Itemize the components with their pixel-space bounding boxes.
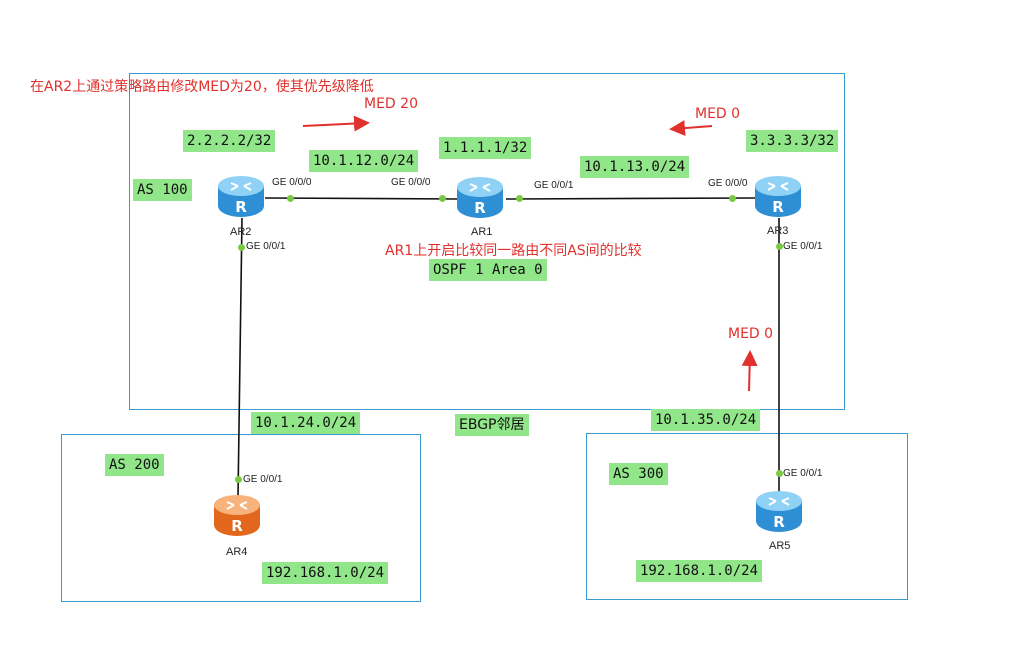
ospf-area-label: OSPF 1 Area 0 — [429, 259, 547, 281]
svg-text:R: R — [231, 517, 243, 535]
router-ar5-icon[interactable]: R — [754, 489, 804, 535]
port-label-ar4-g001: GE 0/0/1 — [243, 474, 283, 485]
port-dot-ar1-g001 — [516, 195, 523, 202]
as300-network-label: 192.168.1.0/24 — [636, 560, 763, 582]
port-dot-ar2-g000 — [287, 195, 294, 202]
ar3-loopback-label: 3.3.3.3/32 — [746, 130, 839, 152]
med-arrow-ar5 — [741, 350, 758, 392]
router-ar2-icon[interactable]: R — [216, 174, 266, 220]
port-dot-ar3-g001 — [776, 243, 783, 250]
med-ar3-annotation: MED 0 — [695, 106, 741, 122]
port-dot-ar3-g000 — [729, 195, 736, 202]
router-ar1-name: AR1 — [471, 226, 493, 238]
router-ar1-icon[interactable]: R — [455, 175, 505, 221]
port-dot-ar5-g001 — [776, 470, 783, 477]
link-ar2-ar4 — [237, 217, 243, 498]
subnet-12-label: 10.1.12.0/24 — [309, 150, 419, 172]
link-ar2-ar1 — [264, 197, 459, 200]
ar2-loopback-label: 2.2.2.2/32 — [183, 130, 276, 152]
port-dot-ar4-g001 — [235, 476, 242, 483]
as100-area — [129, 73, 845, 410]
link-ar1-ar3 — [505, 197, 756, 200]
port-dot-ar1-g000 — [439, 195, 446, 202]
port-label-ar3-g000: GE 0/0/0 — [708, 178, 748, 189]
med-ar2-annotation: MED 20 — [364, 96, 418, 112]
med-arrow-ar3 — [669, 120, 713, 137]
ebgp-neighbor-label: EBGP邻居 — [455, 414, 529, 436]
as200-area — [61, 434, 421, 602]
router-ar3-icon[interactable]: R — [753, 174, 803, 220]
as200-label: AS 200 — [105, 454, 164, 476]
router-ar2-name: AR2 — [230, 226, 252, 238]
ar1-loopback-label: 1.1.1.1/32 — [439, 137, 532, 159]
as300-area — [586, 433, 908, 600]
port-label-ar1-g000: GE 0/0/0 — [391, 177, 431, 188]
port-label-ar1-g001: GE 0/0/1 — [534, 180, 574, 191]
port-dot-ar2-g001 — [238, 244, 245, 251]
router-ar3-name: AR3 — [767, 225, 789, 237]
svg-text:R: R — [773, 513, 785, 531]
subnet-13-label: 10.1.13.0/24 — [580, 156, 690, 178]
med-ar5-annotation: MED 0 — [728, 326, 774, 342]
port-label-ar3-g001: GE 0/0/1 — [783, 241, 823, 252]
svg-text:R: R — [474, 199, 486, 217]
svg-text:R: R — [772, 198, 784, 216]
as100-label: AS 100 — [133, 179, 192, 201]
port-label-ar2-g001: GE 0/0/1 — [246, 241, 286, 252]
router-ar4-icon[interactable]: R — [212, 493, 262, 539]
compare-annotation: AR1上开启比较同一路由不同AS间的比较 — [385, 243, 642, 259]
as300-label: AS 300 — [609, 463, 668, 485]
port-label-ar5-g001: GE 0/0/1 — [783, 468, 823, 479]
subnet-35-label: 10.1.35.0/24 — [651, 409, 761, 431]
router-ar4-name: AR4 — [226, 546, 248, 558]
svg-text:R: R — [235, 198, 247, 216]
as200-network-label: 192.168.1.0/24 — [262, 562, 389, 584]
policy-annotation: 在AR2上通过策略路由修改MED为20，使其优先级降低 — [30, 79, 374, 95]
port-label-ar2-g000: GE 0/0/0 — [272, 177, 312, 188]
med-arrow-ar2 — [302, 115, 370, 132]
router-ar5-name: AR5 — [769, 540, 791, 552]
subnet-24-label: 10.1.24.0/24 — [251, 412, 361, 434]
